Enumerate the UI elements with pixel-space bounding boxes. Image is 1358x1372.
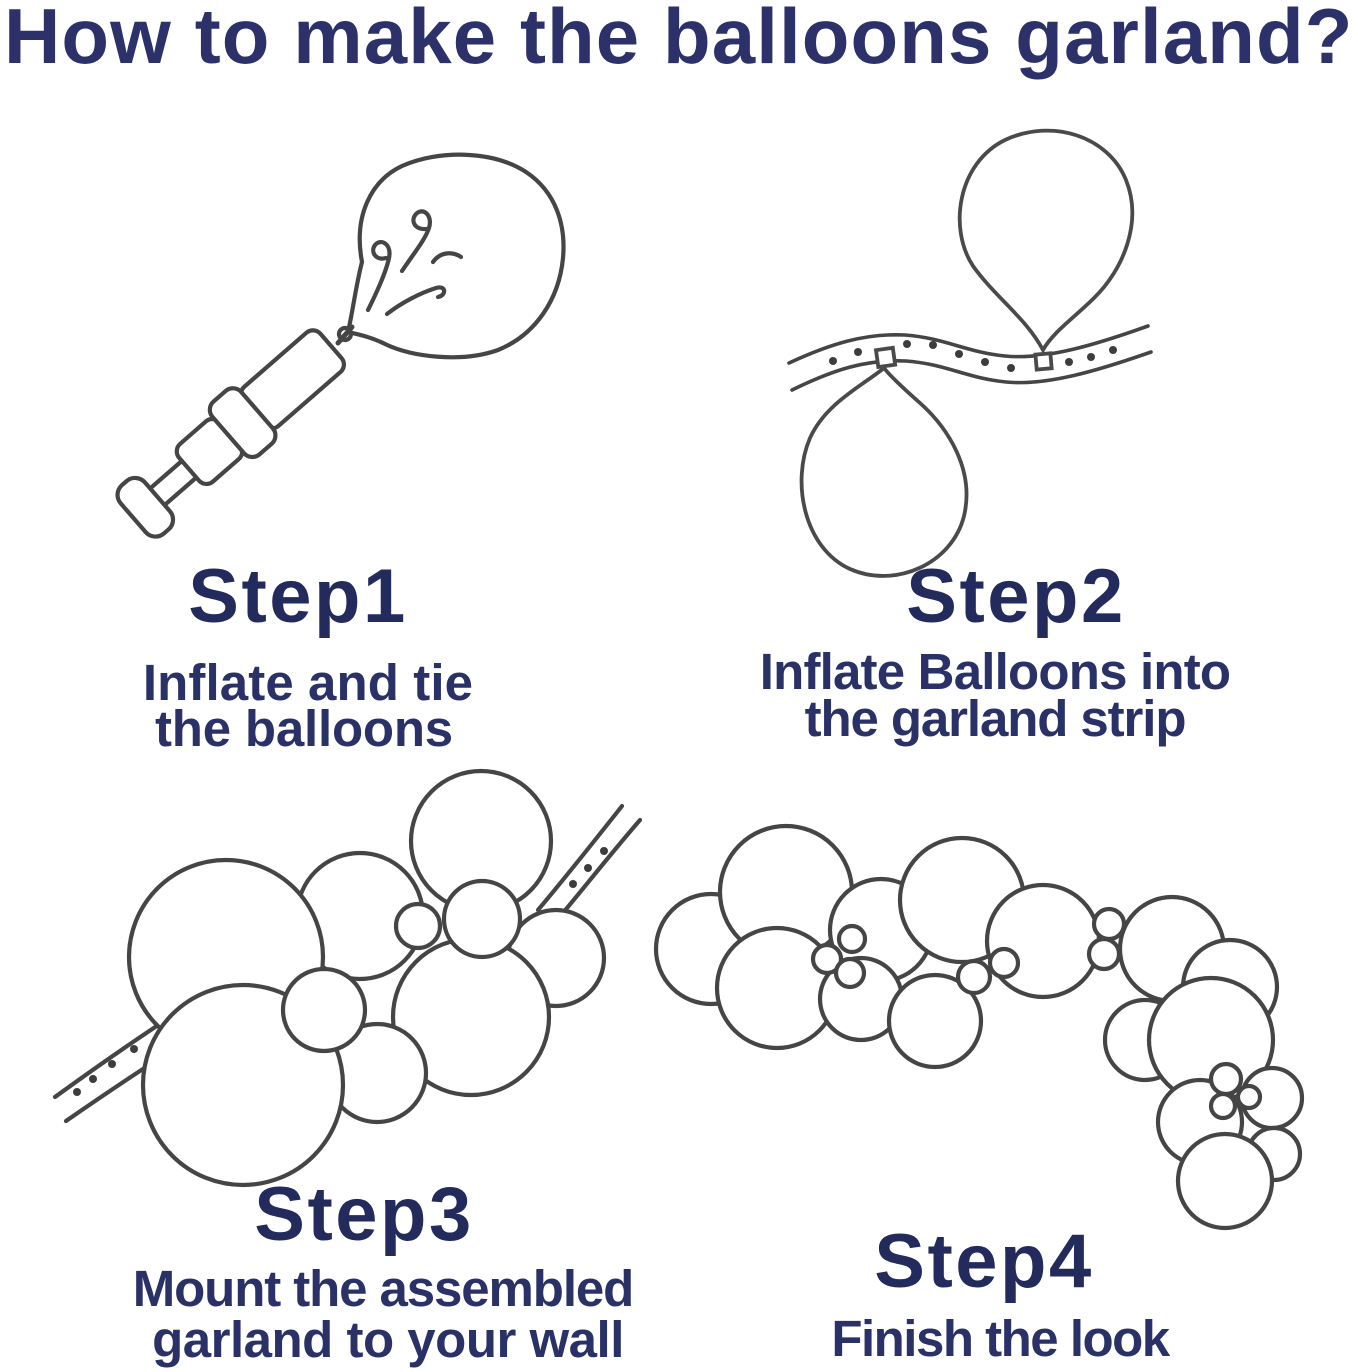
svg-text:Step4: Step4 bbox=[874, 1219, 1093, 1304]
svg-text:Step1: Step1 bbox=[188, 554, 407, 639]
svg-text:Inflate Balloons into: Inflate Balloons into bbox=[760, 643, 1231, 700]
svg-text:Step2: Step2 bbox=[906, 554, 1125, 639]
svg-text:How to make the balloons garla: How to make the balloons garland? bbox=[4, 0, 1353, 80]
svg-text:Inflate and tie: Inflate and tie bbox=[143, 654, 473, 711]
svg-text:the garland strip: the garland strip bbox=[805, 690, 1186, 747]
svg-text:Step3: Step3 bbox=[254, 1172, 473, 1257]
svg-text:garland to your wall: garland to your wall bbox=[152, 1311, 624, 1368]
svg-text:Mount the assembled: Mount the assembled bbox=[133, 1260, 634, 1317]
svg-text:the balloons: the balloons bbox=[155, 700, 453, 757]
svg-text:Finish the look: Finish the look bbox=[831, 1310, 1170, 1367]
